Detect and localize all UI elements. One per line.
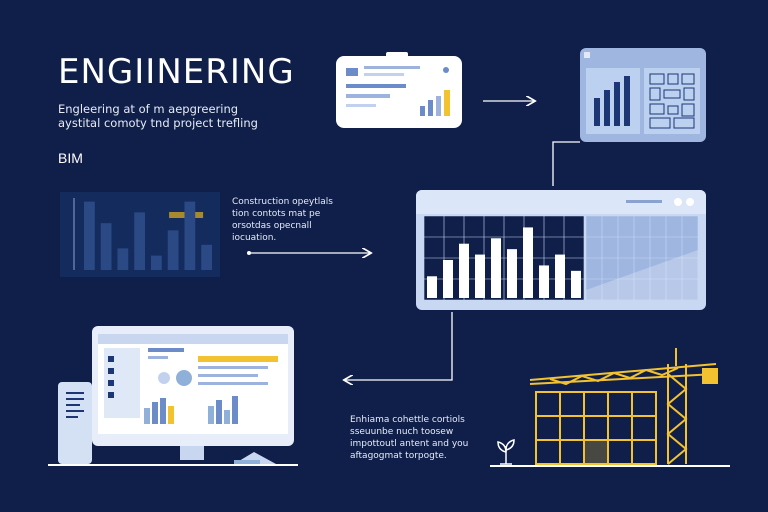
dashboard-card	[336, 52, 462, 128]
crane-icon	[490, 348, 730, 467]
main-bar-chart	[416, 190, 706, 310]
page-title: ENGIINERING	[58, 52, 295, 92]
bar-8	[201, 244, 212, 270]
analytics-note: Construction opeytlals tion contots mat …	[232, 197, 333, 243]
analytics-bar-chart	[73, 198, 212, 270]
bar-2	[100, 223, 112, 270]
plant-icon	[494, 436, 518, 466]
bar-3	[117, 248, 129, 270]
site-note: Enhiama cohettle cortiols sseuunbe nuch …	[350, 415, 469, 461]
main-chart-card	[416, 190, 706, 310]
bar-1	[427, 276, 437, 298]
construction-site	[490, 344, 730, 468]
analysis-card	[580, 48, 706, 142]
bar-7	[523, 227, 533, 298]
analytics-chart-panel	[60, 192, 220, 277]
bar-8	[539, 265, 549, 298]
bar-6	[507, 249, 517, 298]
section-label: BIM	[58, 150, 83, 166]
bar-4	[134, 212, 145, 270]
page-subtitle: Engleering at of m aepgreering aystital …	[58, 102, 258, 130]
trend-area	[586, 250, 698, 300]
bar-9	[555, 254, 565, 298]
bar-10	[571, 270, 581, 298]
bar-1	[84, 201, 95, 270]
bar-3	[459, 243, 469, 298]
bar-5	[491, 238, 501, 298]
connector-analysis	[552, 141, 580, 186]
dashboard-icon	[336, 52, 462, 128]
bar-7	[184, 201, 196, 270]
bar-6	[167, 230, 179, 270]
monitor	[48, 326, 298, 468]
arrow-to-monitor	[345, 312, 453, 380]
bar-4	[475, 254, 485, 298]
bar-2	[443, 260, 453, 298]
bar-5	[151, 255, 162, 270]
